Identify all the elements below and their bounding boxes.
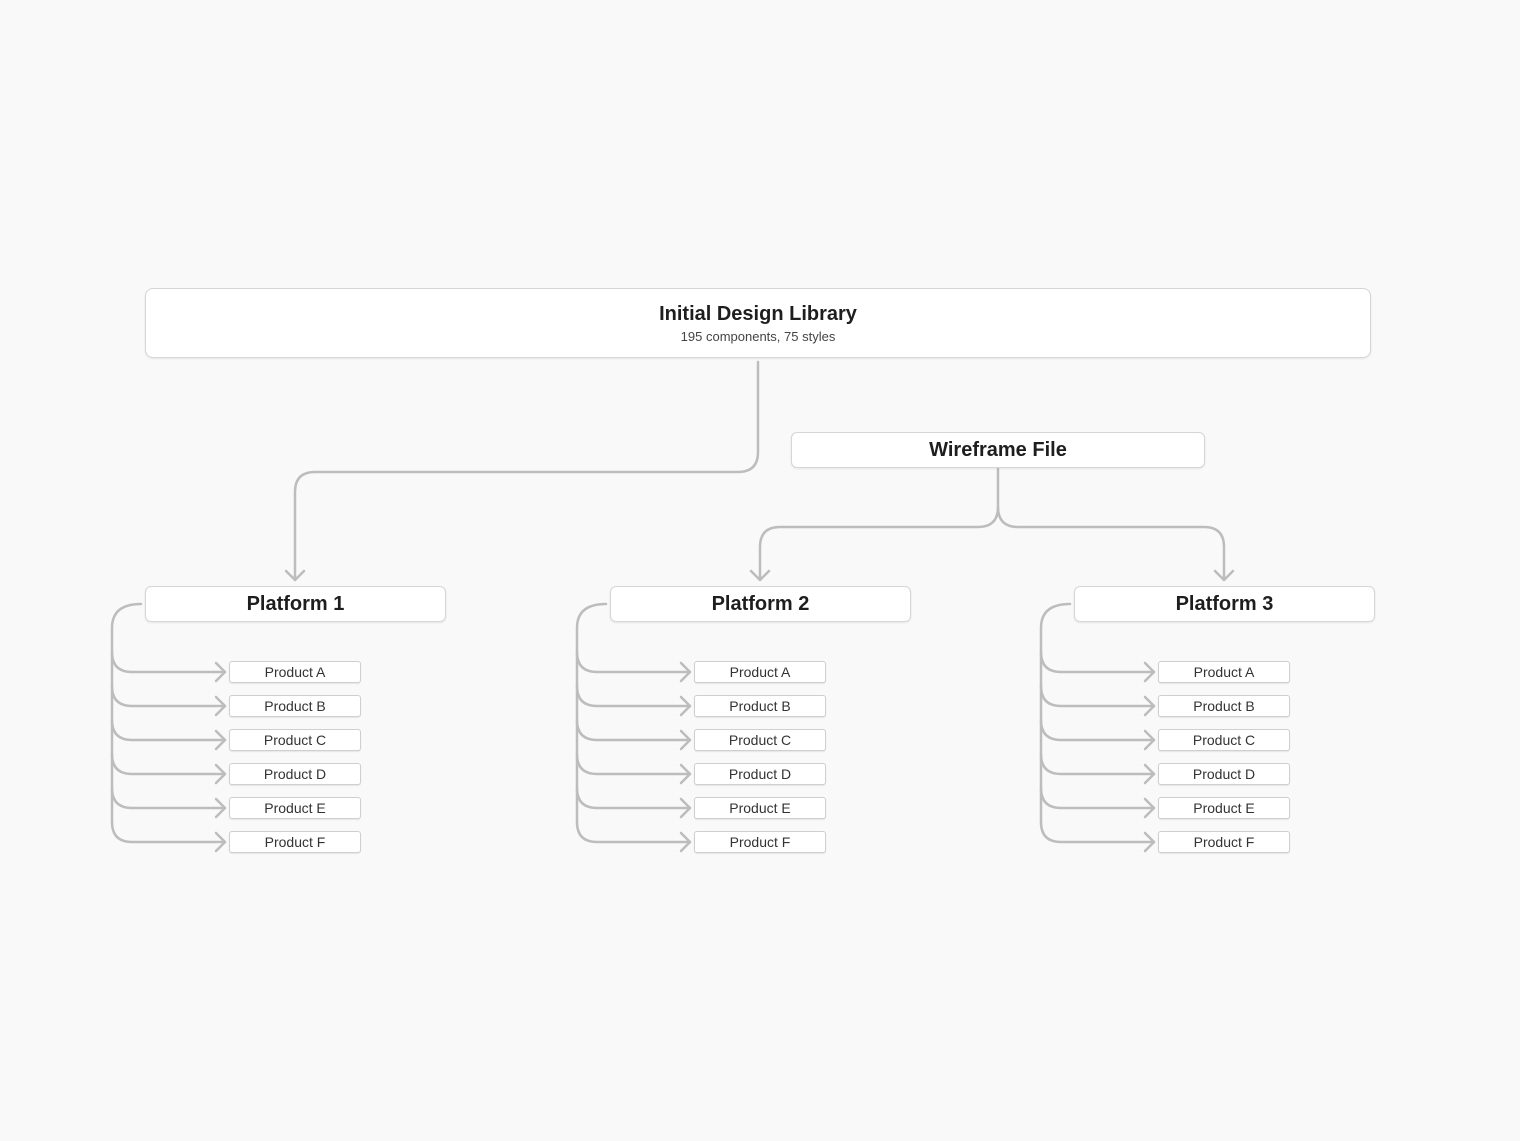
product-connector-arrowhead	[679, 763, 692, 785]
product-node[interactable]: Product E	[229, 797, 361, 819]
product-connector-arrowhead	[1143, 831, 1156, 853]
wireframe-to-platform-3-connector	[996, 505, 1226, 582]
product-connector	[575, 650, 692, 674]
product-node[interactable]: Product D	[1158, 763, 1290, 785]
library-subtitle: 195 components, 75 styles	[680, 329, 836, 344]
product-connector	[110, 752, 227, 776]
library-title: Initial Design Library	[659, 303, 857, 325]
library-to-platform-1-arrowhead	[284, 569, 306, 582]
wireframe-to-platform-2-arrowhead	[749, 569, 771, 582]
product-connector	[110, 820, 227, 844]
product-connector	[1039, 820, 1156, 844]
product-node[interactable]: Product F	[229, 831, 361, 853]
platform-2-node[interactable]: Platform 2	[610, 586, 911, 622]
product-connector	[575, 786, 692, 810]
product-node[interactable]: Product C	[1158, 729, 1290, 751]
product-node[interactable]: Product C	[229, 729, 361, 751]
product-connector-arrowhead	[679, 797, 692, 819]
product-node[interactable]: Product B	[694, 695, 826, 717]
product-node[interactable]: Product A	[694, 661, 826, 683]
platform-label: Platform 2	[711, 593, 810, 615]
product-connector-arrowhead	[1143, 695, 1156, 717]
product-node[interactable]: Product D	[229, 763, 361, 785]
product-node[interactable]: Product B	[1158, 695, 1290, 717]
product-connector	[575, 684, 692, 708]
wireframe-file-node[interactable]: Wireframe File	[791, 432, 1205, 468]
platform-1-node[interactable]: Platform 1	[145, 586, 446, 622]
product-connector	[1039, 752, 1156, 776]
product-node[interactable]: Product E	[694, 797, 826, 819]
platform-3-node[interactable]: Platform 3	[1074, 586, 1375, 622]
product-connector-arrowhead	[679, 695, 692, 717]
product-connector	[110, 718, 227, 742]
product-connector	[575, 752, 692, 776]
product-connector-arrowhead	[214, 661, 227, 683]
product-node[interactable]: Product A	[1158, 661, 1290, 683]
product-connector-arrowhead	[1143, 729, 1156, 751]
product-connector-arrowhead	[679, 831, 692, 853]
product-connector-arrowhead	[214, 763, 227, 785]
product-node[interactable]: Product F	[1158, 831, 1290, 853]
product-connector	[1039, 718, 1156, 742]
product-connector-arrowhead	[1143, 661, 1156, 683]
platform-label: Platform 1	[246, 593, 345, 615]
product-connector-arrowhead	[214, 831, 227, 853]
platform-1-branch-trunk	[110, 602, 143, 824]
product-node[interactable]: Product F	[694, 831, 826, 853]
wireframe-to-platform-3-arrowhead	[1213, 569, 1235, 582]
platform-label: Platform 3	[1175, 593, 1274, 615]
product-connector	[575, 718, 692, 742]
product-connector	[1039, 684, 1156, 708]
product-node[interactable]: Product A	[229, 661, 361, 683]
product-connector-arrowhead	[1143, 763, 1156, 785]
platform-3-branch-trunk	[1039, 602, 1072, 824]
product-node[interactable]: Product C	[694, 729, 826, 751]
product-connector-arrowhead	[214, 797, 227, 819]
platform-2-branch-trunk	[575, 602, 608, 824]
library-to-platform-1-connector	[293, 360, 760, 582]
product-connector-arrowhead	[1143, 797, 1156, 819]
product-connector	[110, 650, 227, 674]
product-node[interactable]: Product E	[1158, 797, 1290, 819]
product-connector	[110, 684, 227, 708]
wireframe-to-platform-2-connector	[758, 467, 1000, 582]
product-connector-arrowhead	[679, 729, 692, 751]
product-connector-arrowhead	[214, 729, 227, 751]
product-connector-arrowhead	[214, 695, 227, 717]
product-node[interactable]: Product D	[694, 763, 826, 785]
initial-design-library-node[interactable]: Initial Design Library 195 components, 7…	[145, 288, 1371, 358]
product-node[interactable]: Product B	[229, 695, 361, 717]
product-connector	[110, 786, 227, 810]
product-connector-arrowhead	[679, 661, 692, 683]
wireframe-title: Wireframe File	[929, 439, 1067, 461]
product-connector	[1039, 650, 1156, 674]
product-connector	[1039, 786, 1156, 810]
product-connector	[575, 820, 692, 844]
